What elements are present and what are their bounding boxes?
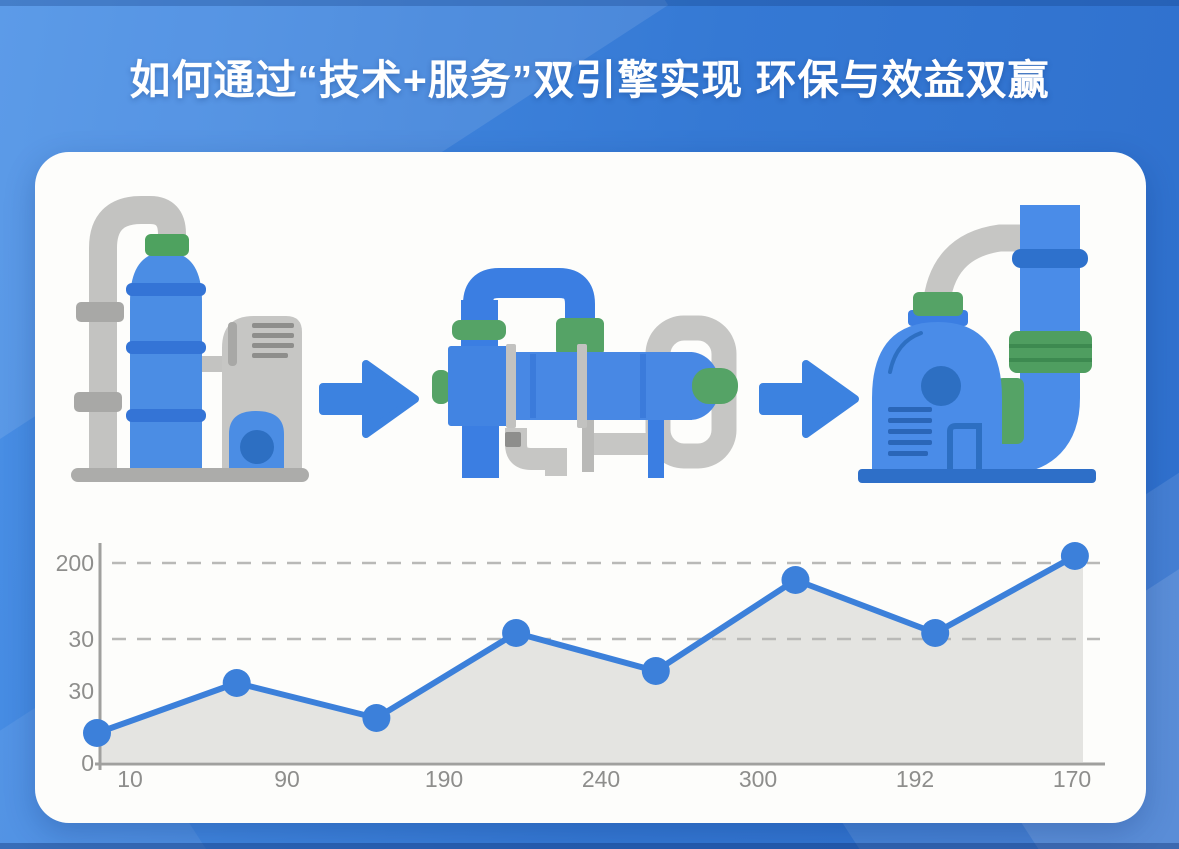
vent-line: [888, 451, 928, 456]
gray-stub: [592, 433, 652, 455]
vent-line: [888, 407, 932, 412]
cylinder-head: [448, 346, 510, 426]
x-tick-label: 90: [274, 766, 300, 792]
green-collar: [452, 320, 506, 340]
data-point: [222, 669, 251, 697]
vent-line: [252, 323, 294, 328]
green-band-groove: [1009, 344, 1092, 348]
gray-elbow: [505, 428, 567, 476]
x-tick-label: 192: [896, 766, 934, 792]
x-tick-label: 300: [739, 766, 777, 792]
y-tick-label: 30: [68, 678, 94, 704]
green-end-cap: [692, 368, 738, 404]
cylinder-rib: [640, 354, 646, 418]
green-block: [556, 318, 604, 356]
vent-line: [252, 343, 294, 348]
strap: [577, 344, 587, 428]
flow-arrow-icon: [319, 360, 419, 438]
chart-line: [94, 553, 1078, 736]
x-tick-label: 190: [425, 766, 463, 792]
pipe-sleeve: [74, 392, 122, 412]
data-point: [362, 704, 391, 732]
strap: [506, 344, 516, 428]
machine-base: [71, 468, 309, 482]
x-tick-label: 170: [1053, 766, 1091, 792]
pump-door: [947, 423, 982, 472]
tank-rib: [126, 409, 206, 422]
data-point: [781, 566, 810, 594]
green-nub: [432, 370, 450, 404]
top-edge-strip: [0, 0, 1179, 6]
data-point: [1060, 542, 1089, 570]
vent-line: [252, 353, 288, 358]
green-collar: [913, 292, 963, 316]
y-tick-label: 200: [56, 550, 94, 576]
cabinet-slot: [228, 322, 237, 366]
chart-area-fill: [97, 556, 1083, 762]
machine-base: [858, 469, 1096, 483]
vent-line: [888, 440, 932, 445]
pump-highlight: [888, 331, 923, 374]
scrubber-tower-icon: [71, 196, 309, 482]
y-tick-label: 30: [68, 626, 94, 652]
y-tick-label: 0: [81, 750, 94, 776]
green-band-groove: [1009, 358, 1092, 362]
data-point: [502, 619, 531, 647]
data-point: [921, 619, 950, 647]
dark-fitting: [505, 432, 521, 447]
pipe-sleeve: [76, 302, 124, 322]
blue-down-pipe: [648, 418, 664, 478]
green-junction-block: [996, 378, 1024, 444]
vent-line: [888, 418, 932, 423]
x-tick-label: 240: [582, 766, 620, 792]
data-point: [83, 719, 111, 747]
heat-exchanger-icon: [432, 268, 738, 478]
gray-stub: [582, 420, 594, 472]
dark-ring: [1012, 249, 1088, 268]
green-cap: [145, 234, 189, 256]
bottom-edge-strip: [0, 843, 1179, 849]
connector-stub: [198, 356, 228, 372]
gray-pipe: [89, 196, 186, 476]
fan-circle: [240, 430, 274, 464]
blue-down-pipe: [462, 418, 499, 478]
blue-tank: [130, 252, 202, 480]
blue-u-pipe: [463, 268, 595, 352]
tank-rib: [126, 341, 206, 354]
tank-rib: [126, 283, 206, 296]
vent-line: [888, 429, 932, 434]
pump-blower-icon: [858, 205, 1096, 483]
slide-title: 如何通过“技术+服务”双引擎实现 环保与效益双赢: [129, 57, 1050, 103]
vent-line: [252, 333, 294, 338]
pump-eye: [921, 366, 961, 406]
x-tick-label: 10: [117, 766, 143, 792]
cylinder-rib: [530, 354, 536, 418]
data-point: [641, 657, 670, 685]
green-ribbed-band: [1009, 331, 1092, 373]
flow-arrow-icon: [759, 360, 859, 438]
